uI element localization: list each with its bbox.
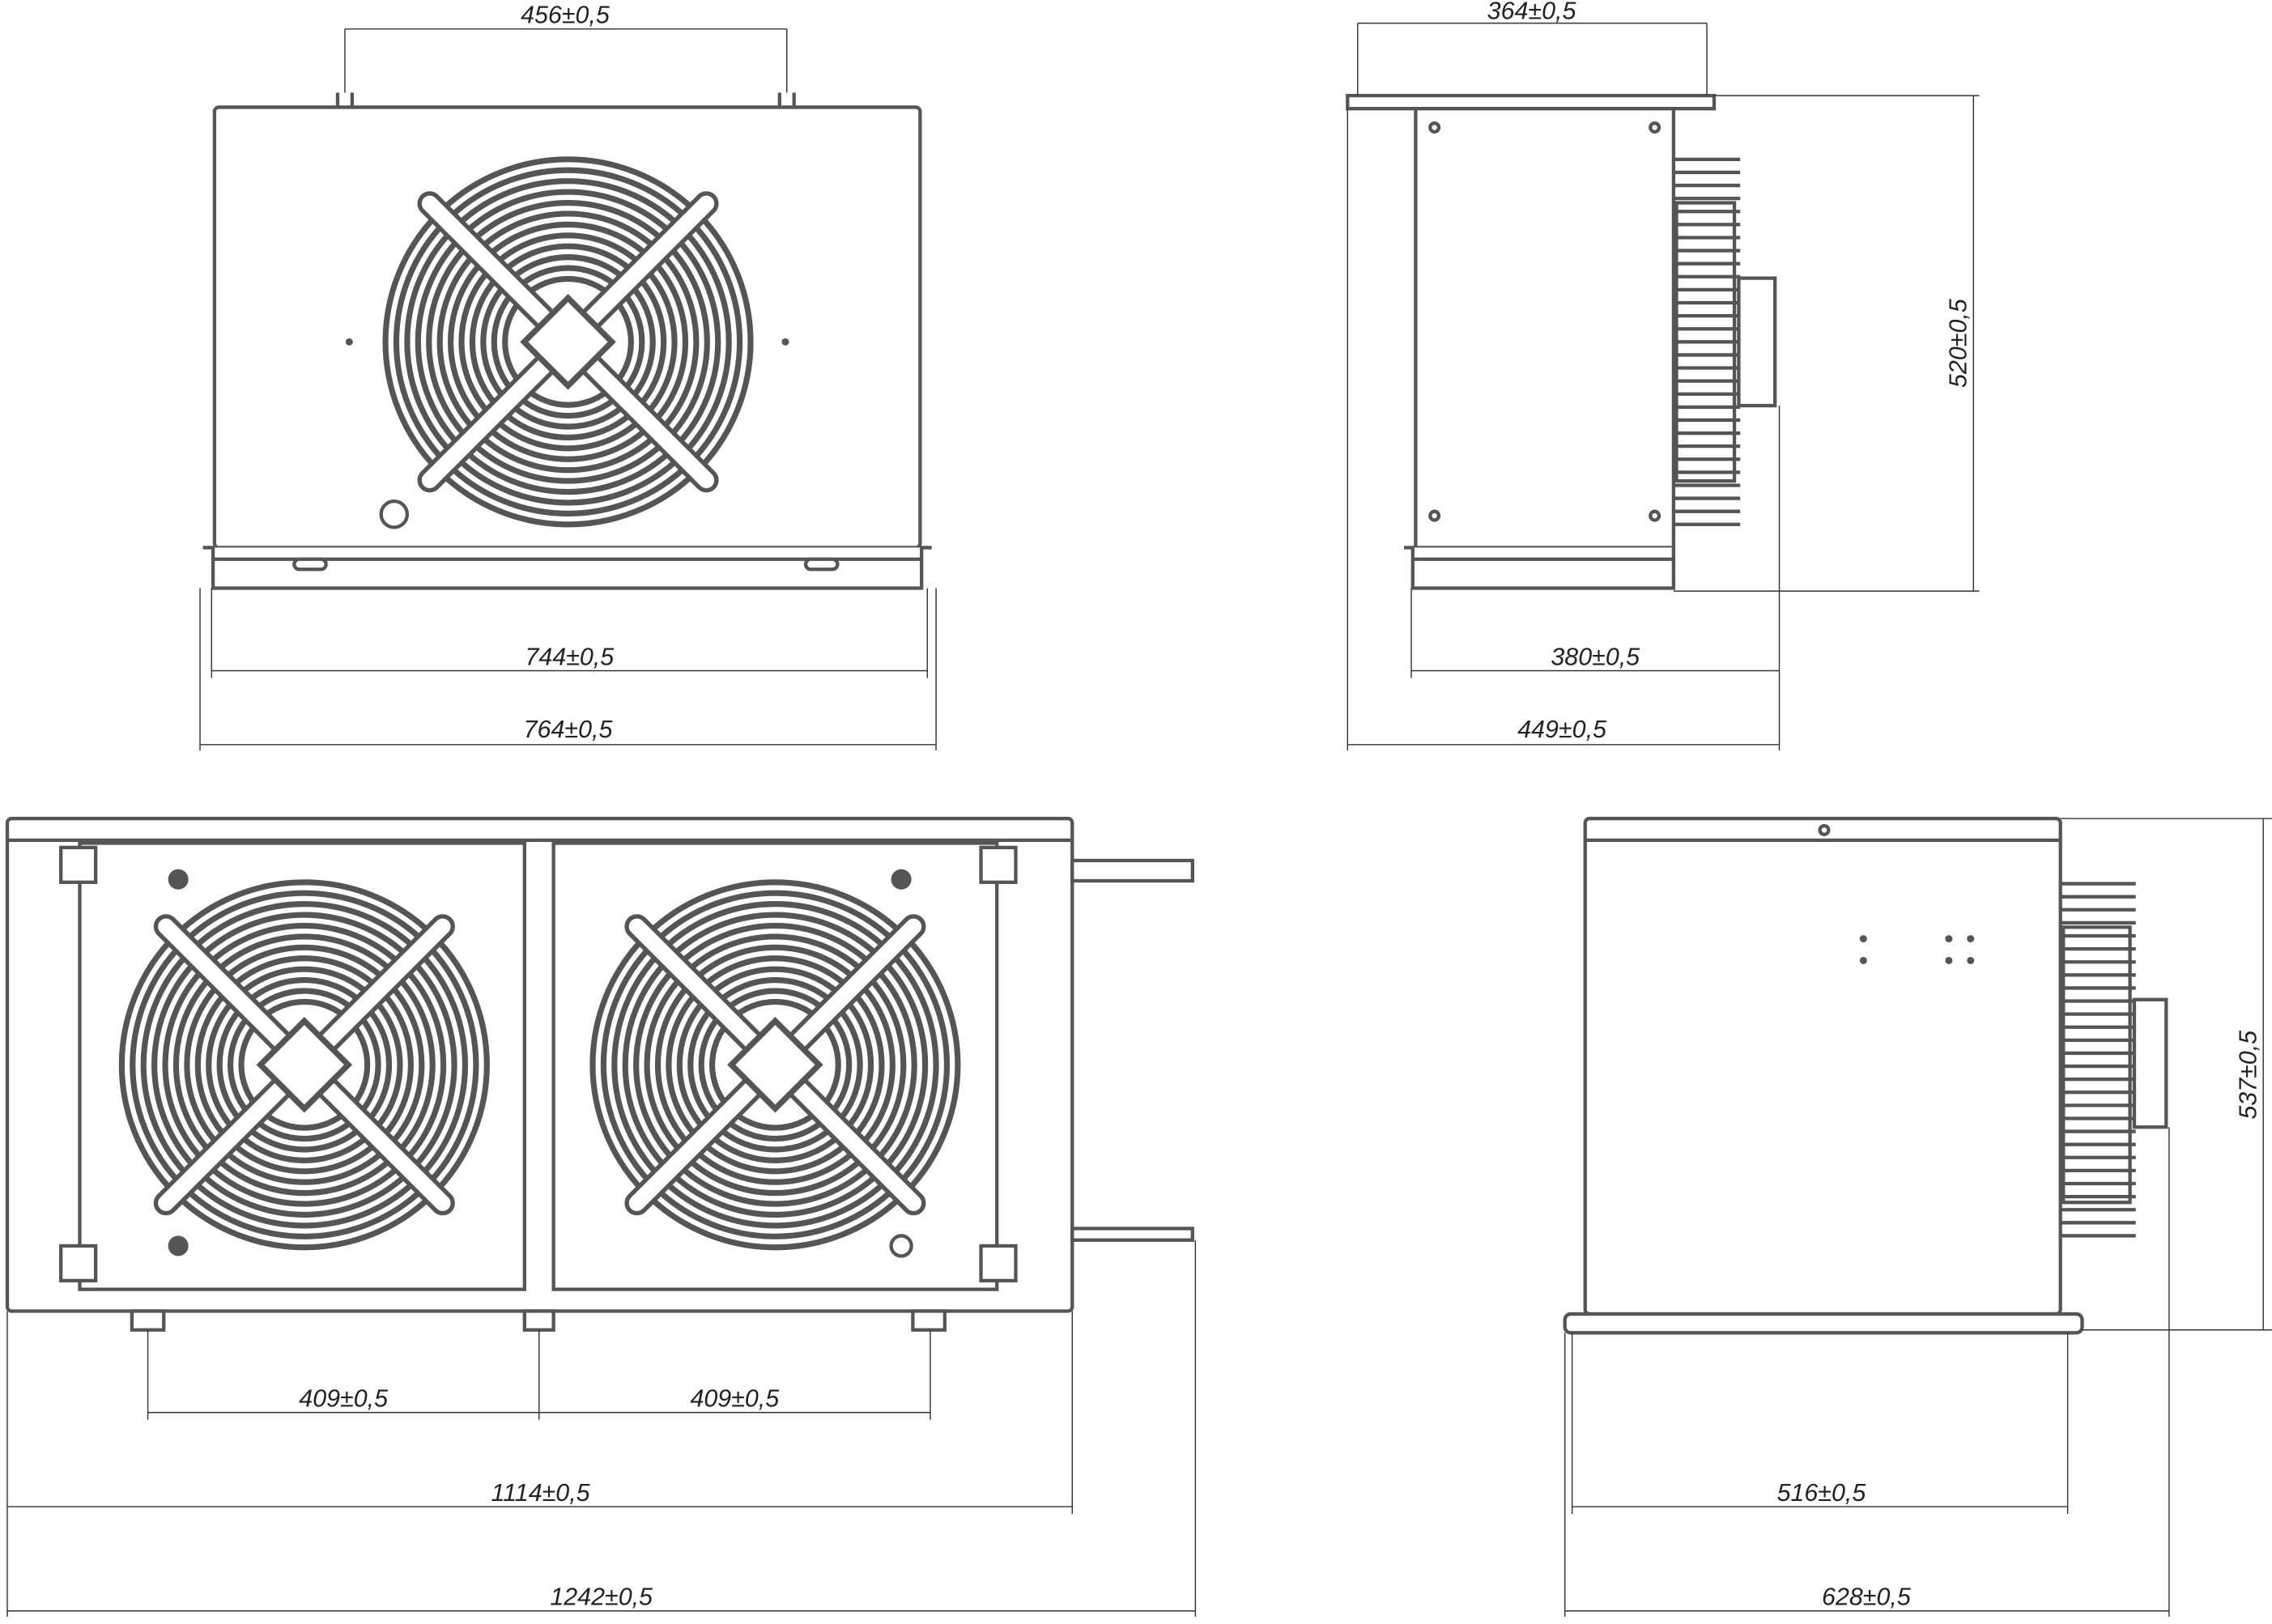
dim-label: 764±0,5 — [524, 716, 613, 743]
guard-ring — [491, 265, 645, 419]
dim-label: 409±0,5 — [690, 1385, 779, 1413]
bracket — [979, 845, 1018, 884]
dim-label: 520±0,5 — [1944, 299, 1972, 388]
guard-ring — [698, 988, 853, 1142]
dimension-lines — [6, 22, 2272, 1618]
front-view-double-fan — [5, 816, 1194, 1332]
guard-ring — [238, 998, 371, 1131]
guard-ring — [216, 977, 393, 1153]
guard-ring — [589, 879, 961, 1251]
guard-ring — [502, 275, 634, 408]
guard-ring — [162, 922, 447, 1207]
hole — [781, 338, 789, 346]
guard-ring — [130, 890, 479, 1239]
hole — [168, 1235, 189, 1256]
hole — [1428, 121, 1441, 134]
fan-guard — [382, 156, 754, 528]
hole — [168, 869, 189, 890]
side-base — [1563, 1312, 2084, 1335]
top-plate — [1346, 93, 1717, 111]
side-housing — [1583, 816, 2062, 1316]
pipe-connection — [1070, 1227, 1194, 1242]
guard-ring — [469, 243, 667, 440]
dim-label: 516±0,5 — [1777, 1479, 1866, 1507]
guard-ring — [426, 199, 710, 484]
dim-label: 744±0,5 — [525, 643, 614, 670]
fan-guard-left — [118, 879, 490, 1251]
guard-ring — [404, 178, 732, 506]
motor-hub — [256, 1016, 353, 1113]
slot — [292, 557, 328, 572]
side-housing — [1414, 107, 1676, 550]
guard-ring — [194, 955, 414, 1175]
motor-box — [1737, 276, 1777, 408]
motor-hub — [520, 294, 616, 390]
guard-ring — [172, 933, 436, 1197]
dim-label: 1242±0,5 — [550, 1584, 653, 1611]
hole — [891, 869, 912, 890]
fan-guard-right — [589, 879, 961, 1251]
guard-ring — [151, 912, 457, 1218]
guard-ring — [600, 890, 951, 1239]
guard-ring — [140, 901, 469, 1229]
guard-ring — [708, 998, 841, 1131]
guard-ring — [633, 922, 917, 1207]
guard-ring — [622, 912, 929, 1218]
guard-ring — [227, 988, 381, 1142]
hole — [1428, 509, 1441, 522]
guard-ring — [184, 944, 425, 1185]
hole — [1649, 509, 1661, 522]
guard-ring — [687, 977, 863, 1153]
foot — [911, 1309, 947, 1332]
guard-ring — [458, 232, 678, 452]
guard-ring — [654, 944, 896, 1185]
guard-ring — [666, 955, 885, 1175]
mounting-bolts — [335, 92, 796, 108]
guard-frame — [2061, 925, 2132, 1205]
guard-ring — [382, 156, 754, 528]
guard-frame — [1674, 201, 1737, 483]
slot — [803, 557, 840, 572]
bracket — [59, 1244, 98, 1283]
motor-hub — [727, 1016, 823, 1113]
guard-ring — [206, 966, 403, 1163]
hole — [345, 338, 353, 346]
foot — [522, 1309, 555, 1332]
guard-ring — [448, 221, 689, 462]
bracket — [979, 1244, 1018, 1283]
dim-label: 456±0,5 — [521, 2, 610, 29]
hole — [889, 1234, 913, 1258]
dim-label: 364±0,5 — [1487, 0, 1576, 24]
fan-guard-side — [2060, 882, 2136, 1238]
dim-label: 1114±0,5 — [491, 1479, 589, 1507]
side-view-single-fan — [1346, 93, 1777, 590]
dim-label: 409±0,5 — [299, 1385, 388, 1413]
guard-ring — [393, 167, 743, 517]
guard-ring — [644, 933, 907, 1197]
mounting-base — [202, 546, 932, 590]
guard-ring — [676, 966, 874, 1163]
motor-box — [2132, 997, 2168, 1129]
guard-ring — [118, 879, 490, 1251]
guard-ring — [415, 189, 721, 495]
hole — [1818, 823, 1831, 836]
foot — [130, 1309, 166, 1332]
dim-label: 628±0,5 — [1822, 1584, 1911, 1611]
dim-label: 449±0,5 — [1517, 716, 1606, 743]
side-view-double-fan — [1563, 816, 2168, 1335]
pipe-connection — [1070, 858, 1194, 883]
hole — [1649, 121, 1661, 134]
guard-ring — [436, 210, 700, 474]
dimension-labels: 456±0,5 364±0,5 520±0,5 744±0,5 764±0,5 … — [299, 0, 2261, 1611]
side-base — [1404, 546, 1676, 590]
front-view-single-fan — [202, 92, 932, 590]
guard-ring — [480, 254, 656, 430]
dim-label: 380±0,5 — [1551, 643, 1640, 670]
fan-guard-side — [1673, 157, 1741, 526]
guard-ring — [611, 901, 939, 1229]
cable-gland — [379, 500, 410, 529]
dim-label: 537±0,5 — [2234, 1031, 2261, 1120]
bracket — [59, 845, 98, 884]
